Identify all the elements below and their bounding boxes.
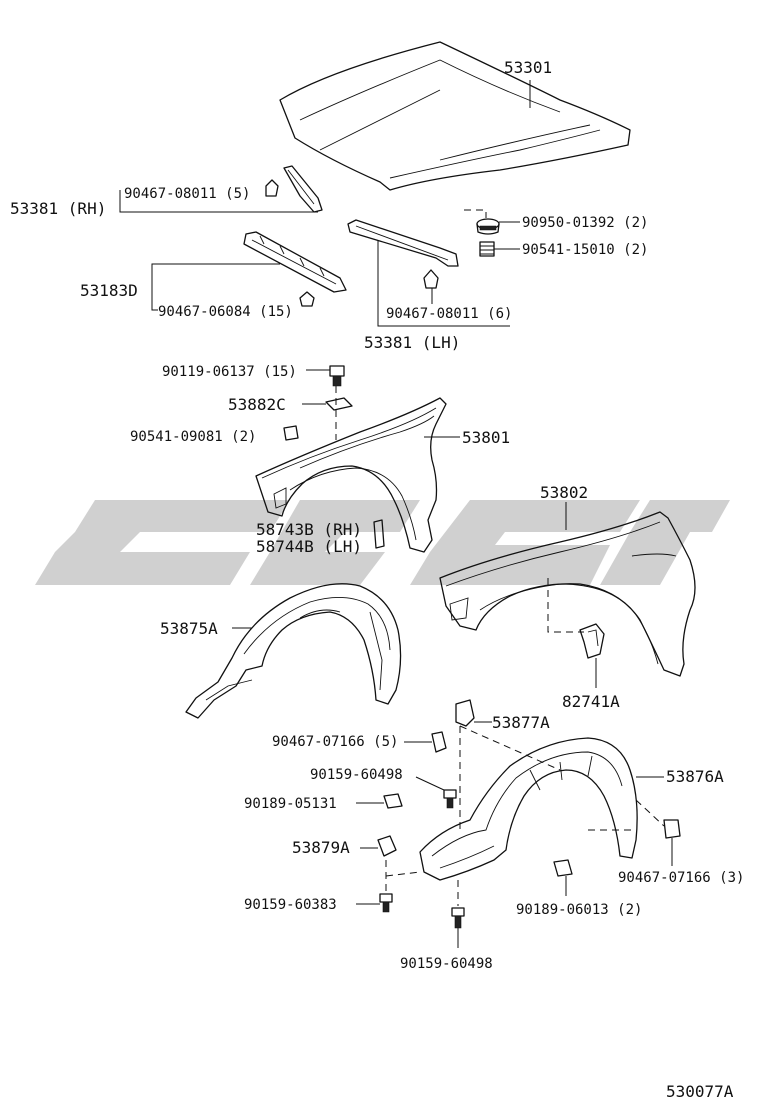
label-90189-05131: 90189-05131 [244, 796, 337, 812]
clip-icon [377, 835, 397, 857]
cushion-icon [283, 425, 299, 441]
hood-stopper-icon [479, 241, 495, 257]
diagram-id: 530077A [666, 1082, 734, 1101]
label-90159-60498-b: 90159-60498 [400, 956, 493, 972]
screw-icon [451, 907, 465, 929]
label-53879a: 53879A [292, 838, 350, 857]
clip-icon [663, 819, 681, 839]
label-53882c: 53882C [228, 395, 286, 414]
seal-53183d [243, 231, 347, 293]
label-90541-09081: 90541-09081 (2) [130, 429, 256, 445]
nut-icon [383, 793, 403, 809]
label-90467-07166-3: 90467-07166 (3) [618, 870, 744, 886]
fender-liner-rh [185, 583, 402, 719]
label-90467-07166-5: 90467-07166 (5) [272, 734, 398, 750]
label-53802: 53802 [540, 483, 588, 502]
label-53801: 53801 [462, 428, 510, 447]
fender-liner-seal-icon [373, 519, 385, 549]
hood-panel [279, 41, 631, 191]
nut-icon [553, 859, 573, 877]
label-53183d: 53183D [80, 281, 138, 300]
label-90159-60383: 90159-60383 [244, 897, 337, 913]
label-58744b: 58744B (LH) [256, 537, 362, 556]
label-90467-08011-5: 90467-08011 (5) [124, 186, 250, 202]
liner-bracket-icon [455, 699, 475, 727]
clip-icon [299, 291, 315, 307]
hood-seal-lh [347, 219, 459, 267]
label-53301: 53301 [504, 58, 552, 77]
label-90159-60498-a: 90159-60498 [310, 767, 403, 783]
clip-icon [265, 179, 279, 197]
clip-icon [423, 269, 439, 289]
label-53876a: 53876A [666, 767, 724, 786]
bolt-icon [329, 365, 345, 387]
label-90467-06084: 90467-06084 (15) [158, 304, 293, 320]
screw-icon [443, 789, 457, 809]
hood-seal-rh [283, 165, 323, 213]
fender-bracket-icon [579, 623, 605, 659]
label-90189-06013: 90189-06013 (2) [516, 902, 642, 918]
screw-icon [379, 893, 393, 913]
clip-icon [431, 731, 447, 753]
label-90467-08011-6: 90467-08011 (6) [386, 306, 512, 322]
label-90541-15010: 90541-15010 (2) [522, 242, 648, 258]
front-fender-lh [439, 511, 696, 677]
fender-liner-lh [419, 737, 638, 881]
label-53381-rh: 53381 (RH) [10, 199, 106, 218]
label-53381-lh: 53381 (LH) [364, 333, 460, 352]
label-82741a: 82741A [562, 692, 620, 711]
watermark-logo [35, 500, 730, 585]
hood-cushion-icon [476, 218, 500, 235]
label-90950-01392: 90950-01392 (2) [522, 215, 648, 231]
label-58743b: 58743B (RH) [256, 520, 362, 539]
label-53877a: 53877A [492, 713, 550, 732]
washer-icon [325, 397, 353, 411]
label-90119-06137: 90119-06137 (15) [162, 364, 297, 380]
label-53875a: 53875A [160, 619, 218, 638]
front-fender-rh [255, 397, 447, 553]
